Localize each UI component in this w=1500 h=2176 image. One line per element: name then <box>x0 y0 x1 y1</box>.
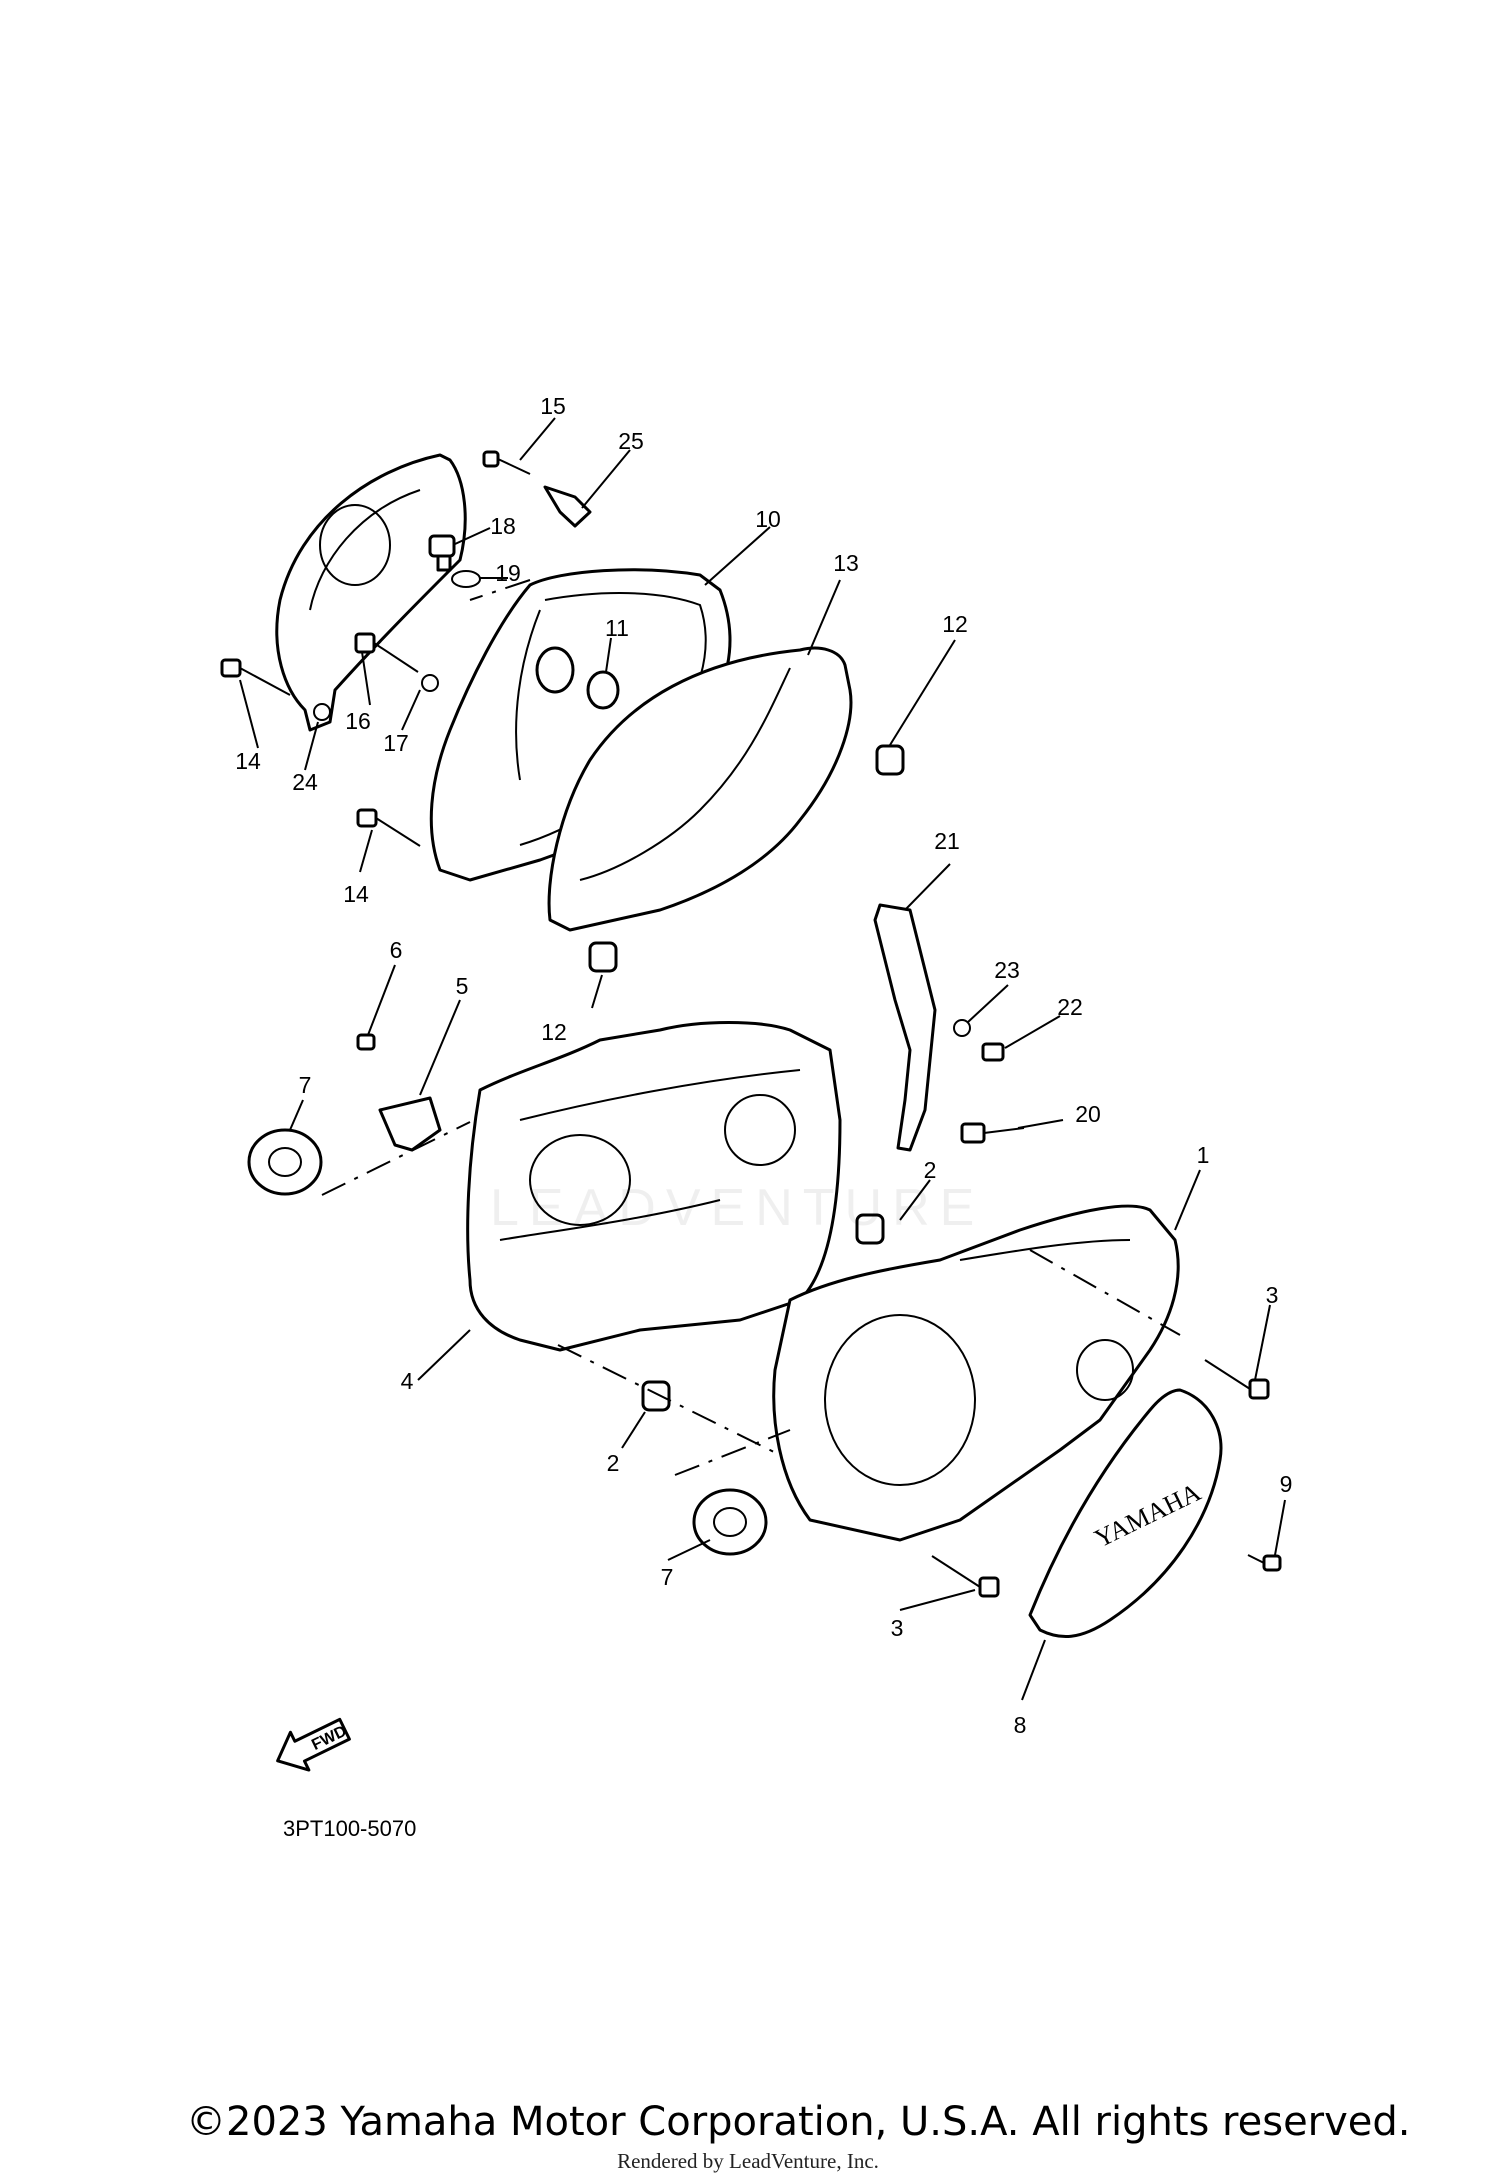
callout-8: 8 <box>1014 1712 1027 1738</box>
small-parts-top <box>220 450 905 973</box>
callout-7b: 7 <box>661 1564 674 1590</box>
callout-labels: 1 2 2 3 3 4 5 6 7 7 8 9 10 11 12 12 13 1… <box>235 393 1292 1738</box>
callout-5: 5 <box>456 973 469 999</box>
callout-21: 21 <box>934 828 960 854</box>
dash-lines-bottom <box>321 1121 1181 1476</box>
callout-25: 25 <box>618 428 644 454</box>
callout-4: 4 <box>401 1368 414 1394</box>
copyright-notice: ©2023 Yamaha Motor Corporation, U.S.A. A… <box>186 2099 1411 2145</box>
callout-17: 17 <box>383 730 409 756</box>
fwd-arrow-icon: FWD <box>276 1717 351 1772</box>
callout-3a: 3 <box>1266 1282 1279 1308</box>
callout-20: 20 <box>1075 1101 1101 1127</box>
callout-6: 6 <box>390 937 403 963</box>
shield-plate <box>275 453 467 732</box>
callout-12a: 12 <box>942 611 968 637</box>
callout-3b: 3 <box>891 1615 904 1641</box>
callout-18: 18 <box>490 513 516 539</box>
shift-parts <box>247 1033 768 1556</box>
callout-16: 16 <box>345 708 371 734</box>
callout-14a: 14 <box>235 748 261 774</box>
crankcase-right <box>772 1204 1180 1542</box>
part-code: 3PT100-5070 <box>283 1816 416 1841</box>
callout-11: 11 <box>605 615 629 641</box>
watermark: LEADVENTURE <box>490 1179 984 1237</box>
cover-gasket <box>547 646 853 932</box>
rendered-by-note: Rendered by LeadVenture, Inc. <box>617 2149 879 2173</box>
bracket-21-assembly <box>873 903 1025 1152</box>
callout-15: 15 <box>540 393 566 419</box>
callout-12b: 12 <box>541 1019 567 1045</box>
callout-24: 24 <box>292 769 318 795</box>
callout-7a: 7 <box>299 1072 312 1098</box>
callout-9: 9 <box>1280 1471 1293 1497</box>
callout-1: 1 <box>1197 1142 1210 1168</box>
leader-lines <box>239 417 1286 1701</box>
callout-23: 23 <box>994 957 1020 983</box>
callout-2b: 2 <box>607 1450 620 1476</box>
small-parts-bottom <box>641 1213 1282 1598</box>
crankcase-left <box>466 1021 842 1352</box>
crankcase-cover: YAMAHA <box>1028 1388 1223 1639</box>
callout-22: 22 <box>1057 994 1083 1020</box>
callout-13: 13 <box>833 550 859 576</box>
callout-19: 19 <box>495 560 521 586</box>
callout-2a: 2 <box>924 1157 937 1183</box>
callout-14b: 14 <box>343 881 369 907</box>
callout-10: 10 <box>755 506 781 532</box>
